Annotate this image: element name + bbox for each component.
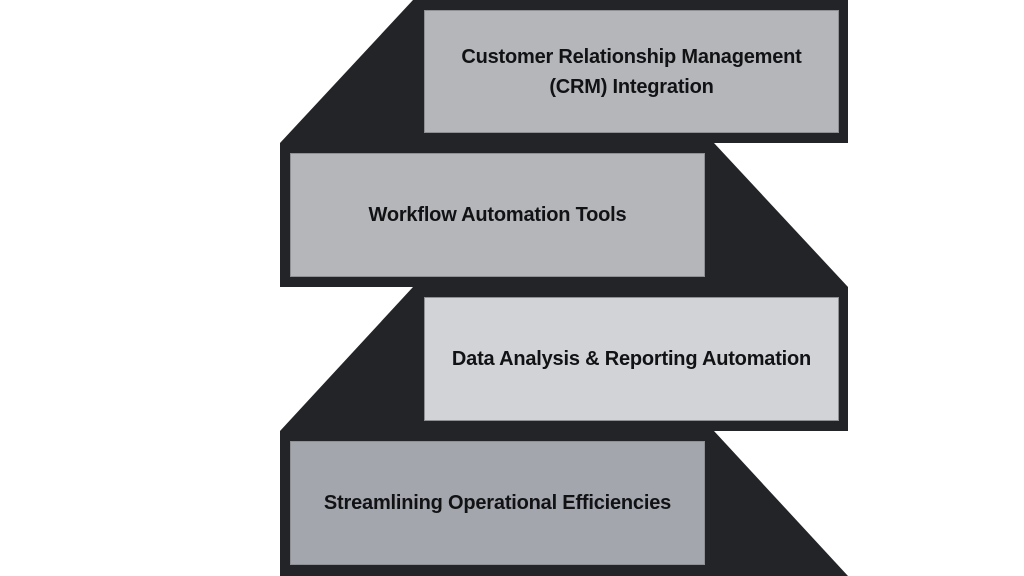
step-4-label: Streamlining Operational Efficiencies	[323, 492, 672, 514]
step-4-box: Streamlining Operational Efficiencies	[290, 441, 705, 565]
step-3-box: Data Analysis & Reporting Automation	[424, 297, 839, 421]
step-2-box: Workflow Automation Tools	[290, 153, 705, 277]
step-2-label: Workflow Automation Tools	[368, 204, 627, 226]
step-1-label: Customer Relationship Management (CRM) I…	[461, 45, 802, 98]
step-3-label: Data Analysis & Reporting Automation	[451, 348, 812, 370]
step-1-box: Customer Relationship Management (CRM) I…	[424, 10, 839, 133]
